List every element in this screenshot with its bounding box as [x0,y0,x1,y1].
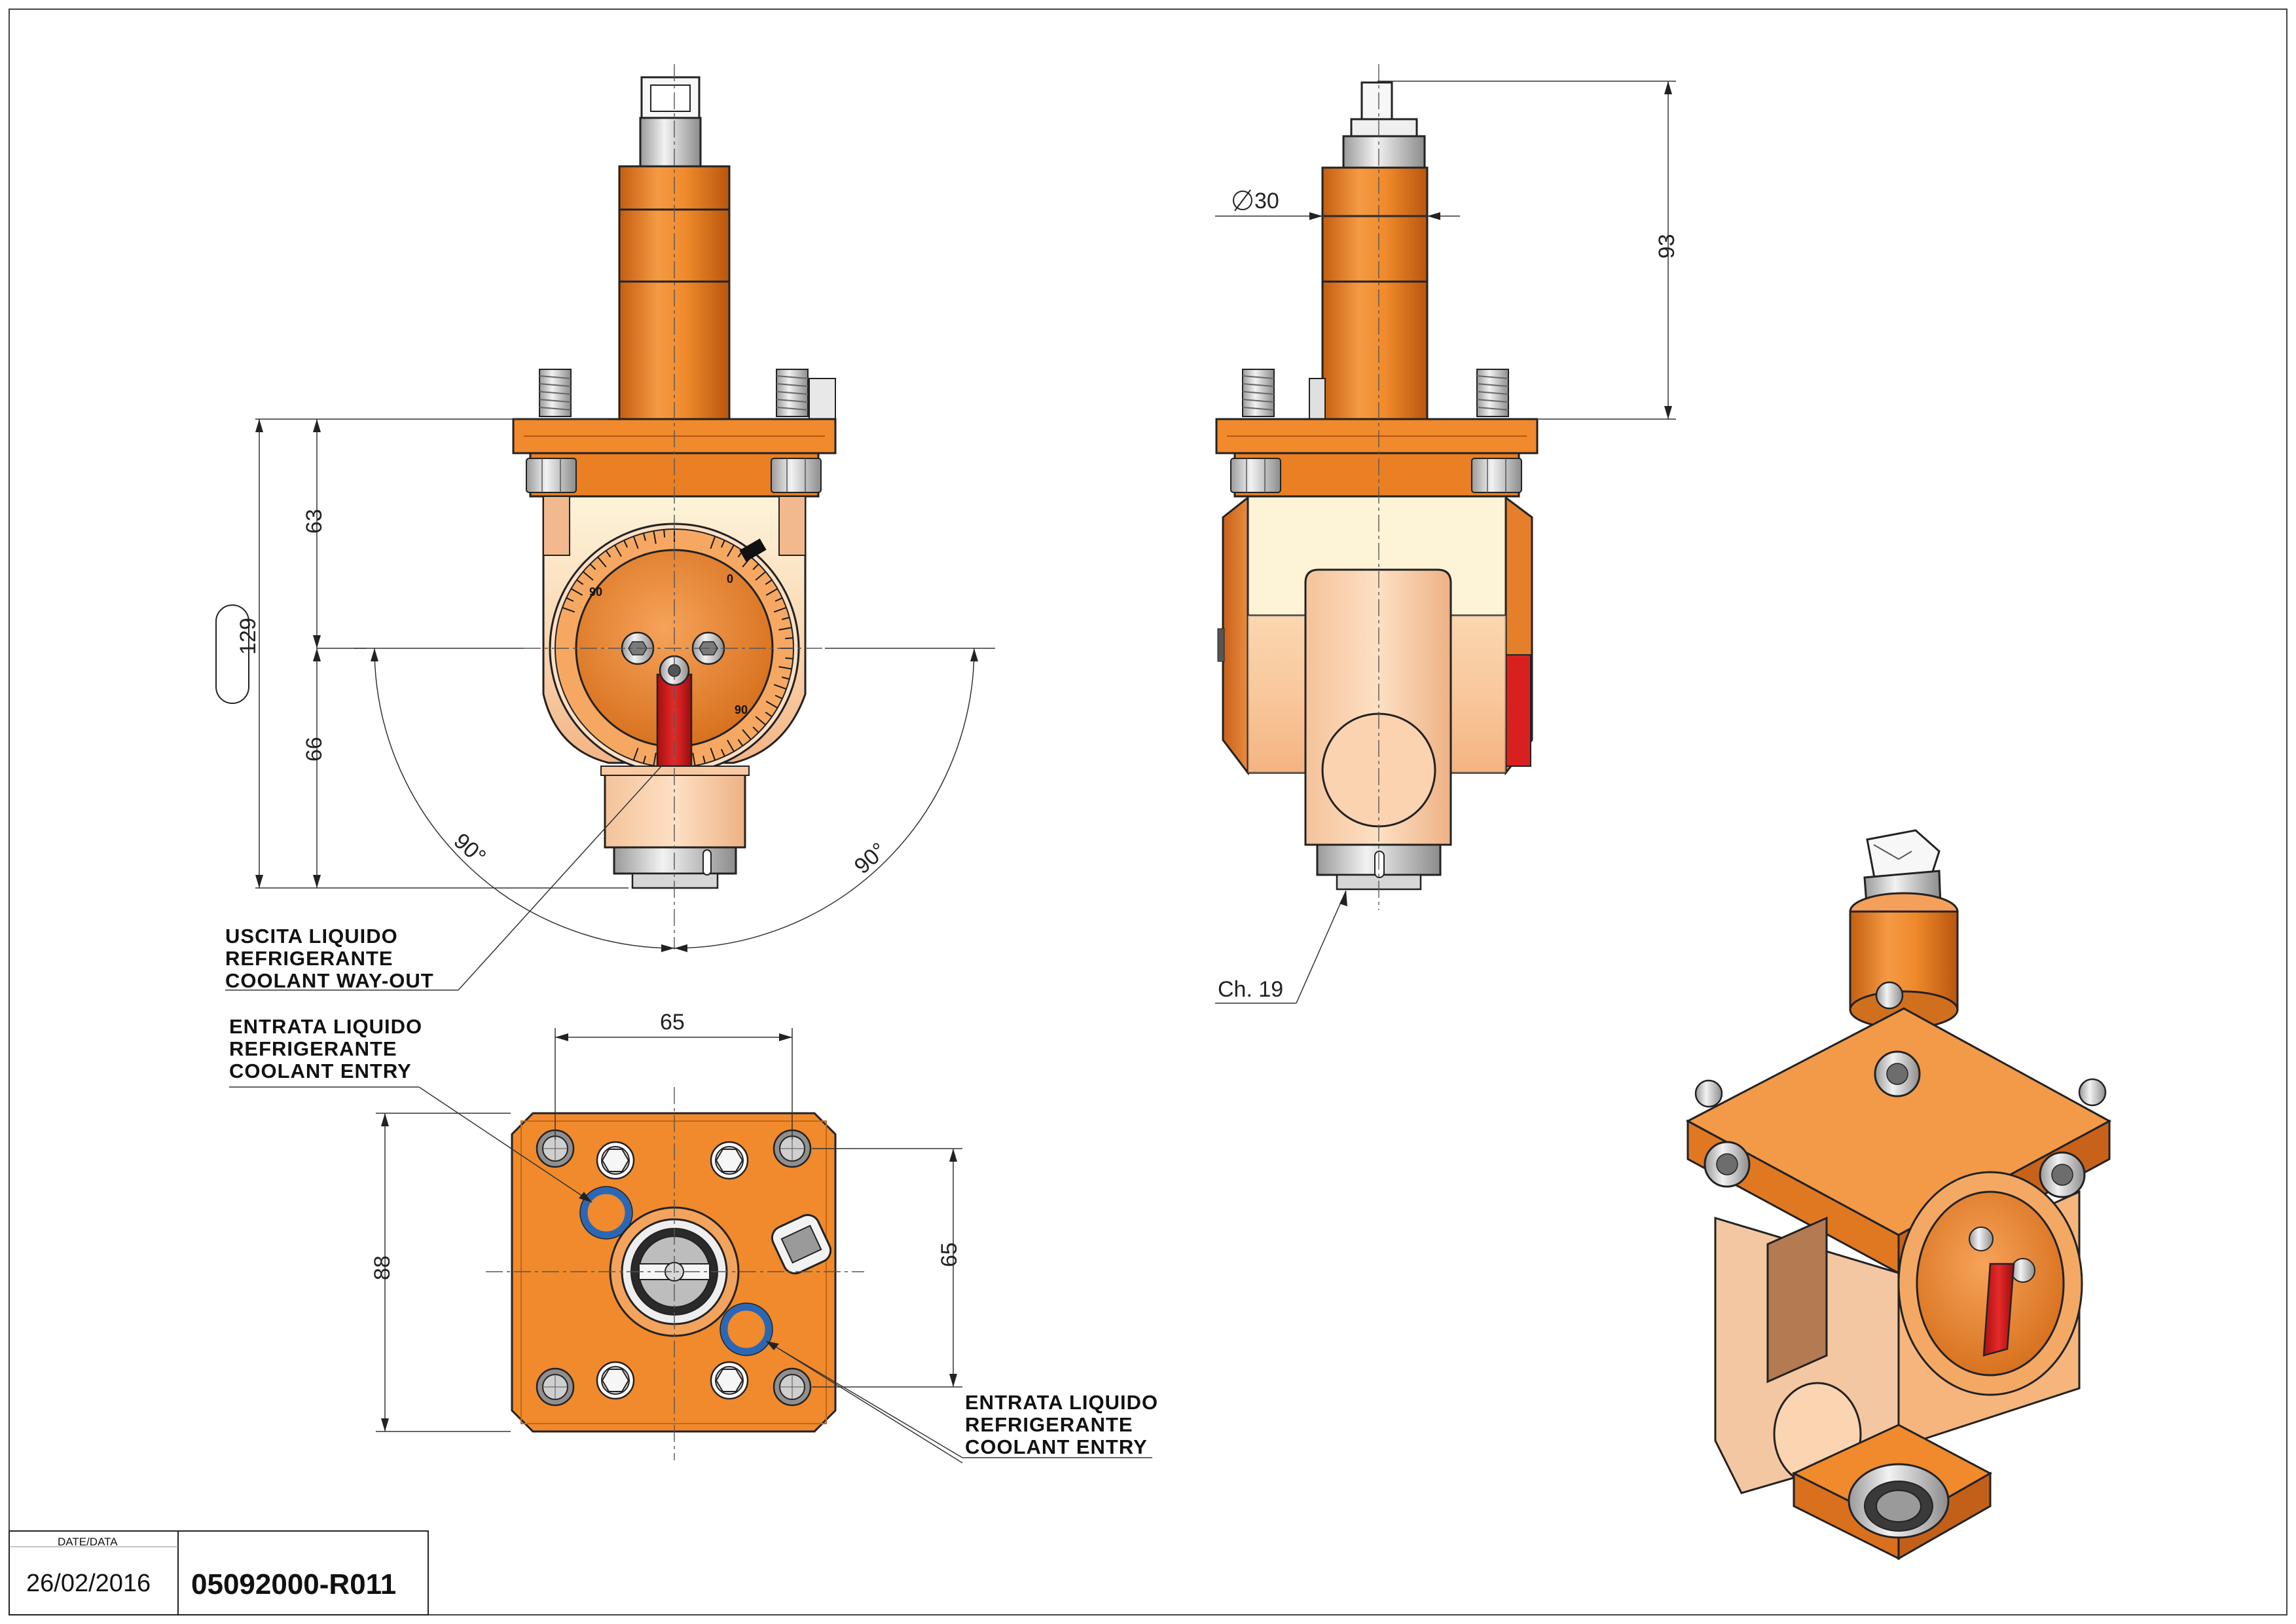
dial-tick [692,752,696,766]
dial-tick [589,563,596,570]
dial-tick [576,579,584,585]
dial-tick [774,694,783,699]
dial-tick [710,747,716,761]
dial-tick [778,627,792,631]
dim-129: 129 [236,618,261,655]
dial-tick [773,684,787,690]
dim-93: 93 [1654,234,1679,259]
dim-width-65: 65 [660,1010,685,1035]
dial-tick [765,711,773,718]
angle-left-label: 90° [449,828,491,870]
bottom-view: 65 88 65 [229,1010,1152,1464]
dial-tick [785,657,793,659]
drawing-code: 05092000-R011 [191,1568,396,1600]
dial-tick [742,729,752,741]
dial-tick [752,726,759,733]
title-block: DATE/DATA 26/02/2016 05092000-R011 [9,1530,429,1615]
dial-tick [720,540,725,548]
dial-mark-90-bottom: 90 [735,703,748,716]
dial-tick [765,579,773,585]
dial-tick [778,666,792,670]
label-coolant-in-b-line3: COOLANT ENTRY [965,1435,1148,1458]
dial-tick [642,755,646,764]
isometric-view [1685,829,2112,1560]
label-coolant-out-line3: COOLANT WAY-OUT [225,969,434,992]
dial-tick [562,606,575,613]
label-coolant-in-b-line2: REFRIGERANTE [965,1413,1133,1436]
dial-tick [605,550,611,558]
dial-tick [774,597,783,602]
dial-tick [773,606,787,613]
dial-tick [614,544,622,557]
dial-tick [570,588,583,596]
chamfer-label: Ch. 19 [1218,977,1283,1002]
dial-tick [623,540,629,548]
dial-tick [653,530,657,544]
dial-tick [702,755,706,764]
dial-tick [765,588,778,596]
date-caption: DATE/DATA [58,1536,118,1548]
dim-shaft-diameter: 30 [1254,189,1279,213]
dial-tick [582,571,594,581]
dial-mark-0: 0 [727,572,733,585]
dial-tick [663,529,666,538]
dial-tick [781,616,790,620]
dial-tick [566,597,574,602]
dial-tick [727,544,735,557]
dial-tick [653,752,657,766]
dial-tick [765,701,778,709]
front-view: 90 0 90 90° 90° [215,64,995,991]
dial-tick [720,748,725,757]
dial-tick [597,556,607,568]
dim-63: 63 [302,509,327,534]
dim-height-88: 88 [370,1255,395,1280]
sheet-border [9,9,2287,1615]
label-coolant-out-line2: REFRIGERANTE [225,947,393,970]
dim-height-65: 65 [937,1242,962,1267]
angle-right-label: 90° [850,838,892,879]
dial-tick [781,676,790,680]
dial-tick [752,563,759,570]
dial-mark-90-top: 90 [589,585,602,599]
dial-tick [755,716,767,726]
dial-tick [737,739,744,747]
dial-tick [755,571,767,581]
side-view: 93 30 Ch. 19 [1215,64,1679,1004]
label-coolant-in-a-line3: COOLANT ENTRY [229,1060,412,1082]
dial-tick [632,536,639,549]
dim-66: 66 [302,737,327,762]
label-coolant-in-b-line1: ENTRATA LIQUIDO [965,1391,1158,1414]
dial-tick [727,739,735,752]
label-coolant-out-line1: USCITA LIQUIDO [225,925,398,948]
label-coolant-in-a-line1: ENTRATA LIQUIDO [229,1015,422,1038]
dial-tick [710,536,716,549]
dial-tick [632,747,639,761]
label-coolant-in-a-line2: REFRIGERANTE [229,1037,397,1060]
drawing-date: 26/02/2016 [26,1570,151,1597]
dial-tick [642,532,646,542]
